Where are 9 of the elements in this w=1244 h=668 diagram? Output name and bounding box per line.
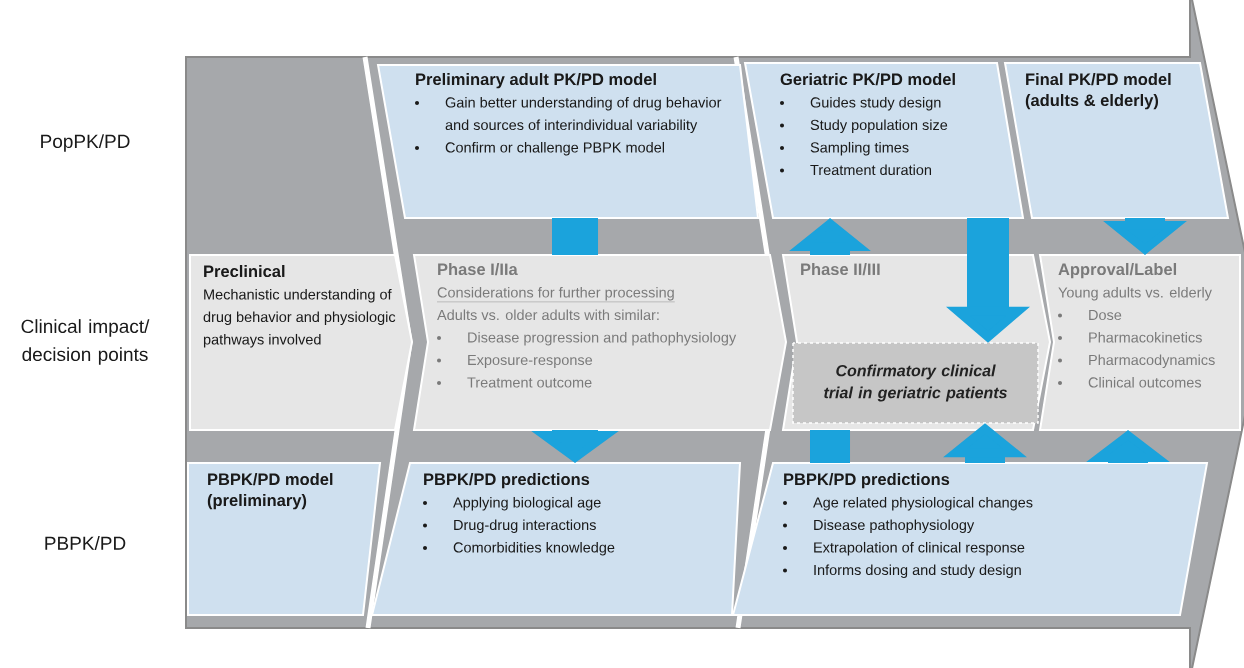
- highlighted-box: Confirmatory clinical trial in geriatric patients: [792, 342, 1039, 424]
- process-box: PBPK/PD model (preliminary): [187, 462, 382, 616]
- row-label: PBPK/PD: [45, 536, 126, 550]
- row-label: Clinical impact/ decision points: [21, 319, 150, 365]
- row-label: PopPK/PD: [41, 134, 130, 152]
- stage-panel: Approval/Label Young adults vs. elderly Dose Pharmacokinetics Pharmacodynamics Clinical outcomes: [1038, 254, 1241, 431]
- stage-panel: Phase I/IIa Considerations for further processing Adults vs. older adults with similar: Disease progression and pathophysiology Exposure-response Treatment outcome: [412, 254, 788, 431]
- stage-panel: Preclinical Mechanistic understanding of drug behavior and physiologic pathways involved: [189, 254, 414, 431]
- node-label: Final PK/PD model (adults & elderly): [1025, 73, 1171, 110]
